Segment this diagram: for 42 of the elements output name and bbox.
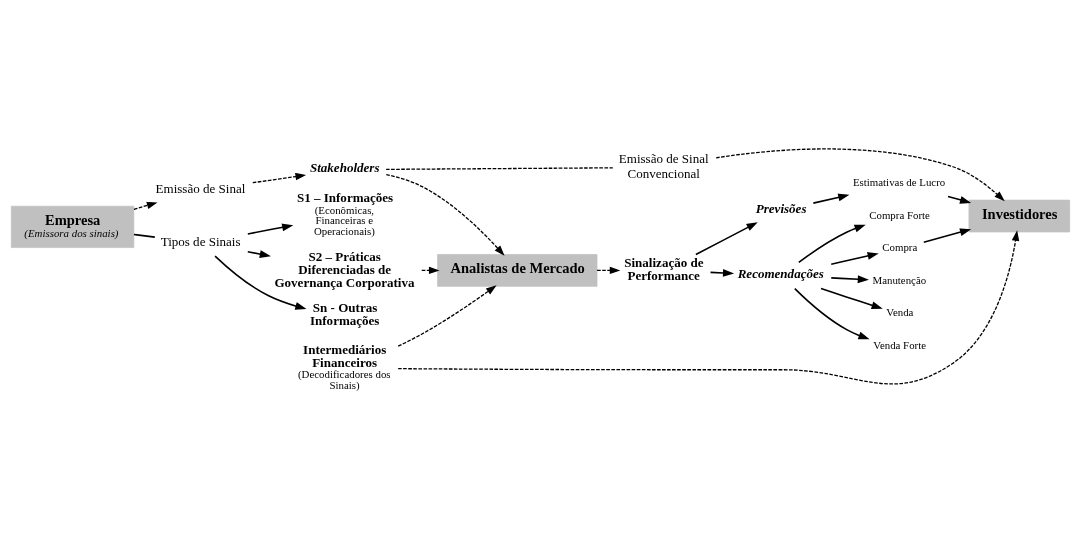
node-text: Manutenção	[872, 273, 927, 286]
node-box: Analistas de Mercado	[437, 253, 598, 287]
arrow	[397, 229, 1020, 384]
node-text: Recomendações	[737, 265, 824, 281]
node-text: Emissão de Sinal Convencional	[618, 150, 709, 181]
node-text: Stakeholders	[309, 159, 380, 175]
node-box: Investidores	[968, 199, 1071, 232]
arrow	[715, 147, 1005, 201]
node-text: Venda	[886, 305, 914, 318]
arrow	[798, 224, 866, 263]
node-text: Compra	[882, 240, 918, 253]
arrow	[820, 287, 883, 309]
arrow	[247, 223, 294, 235]
node-text: Venda Forte	[873, 338, 927, 351]
arrow	[923, 227, 972, 243]
node-text: Intermediários Financeiros (Decodificadores dos Sinais)	[298, 341, 391, 391]
arrow	[596, 266, 621, 274]
node-text: Estimativas de Lucro	[852, 175, 946, 188]
node-text: Emissão de Sinal	[155, 180, 246, 196]
node-box: Empresa (Emissora dos sinais)	[10, 205, 135, 248]
arrow	[695, 221, 758, 255]
node-text: Previsões	[755, 200, 807, 216]
arrow	[830, 274, 869, 283]
arrow	[385, 173, 505, 256]
node-text: S1 – Informações (Econômicas, Financeiras e Operacionais)	[296, 189, 394, 237]
arrow	[830, 251, 879, 265]
arrow	[947, 195, 972, 204]
node-text: Sn - Outras Informações	[309, 299, 380, 328]
connector	[385, 166, 614, 170]
node-text: S2 – Práticas Diferenciadas de Governança Corporativa	[274, 248, 415, 290]
node-text: Compra Forte	[869, 208, 930, 221]
arrow	[421, 266, 440, 274]
arrow	[397, 284, 497, 347]
node-text: Sinalização de Performance	[624, 254, 704, 283]
arrow	[812, 193, 850, 204]
arrow	[133, 201, 158, 210]
arrow	[794, 287, 870, 339]
connector	[133, 233, 156, 238]
node-text: Tipos de Sinais	[160, 233, 241, 249]
arrow	[214, 254, 307, 310]
arrow	[247, 249, 271, 258]
arrow	[252, 172, 307, 183]
